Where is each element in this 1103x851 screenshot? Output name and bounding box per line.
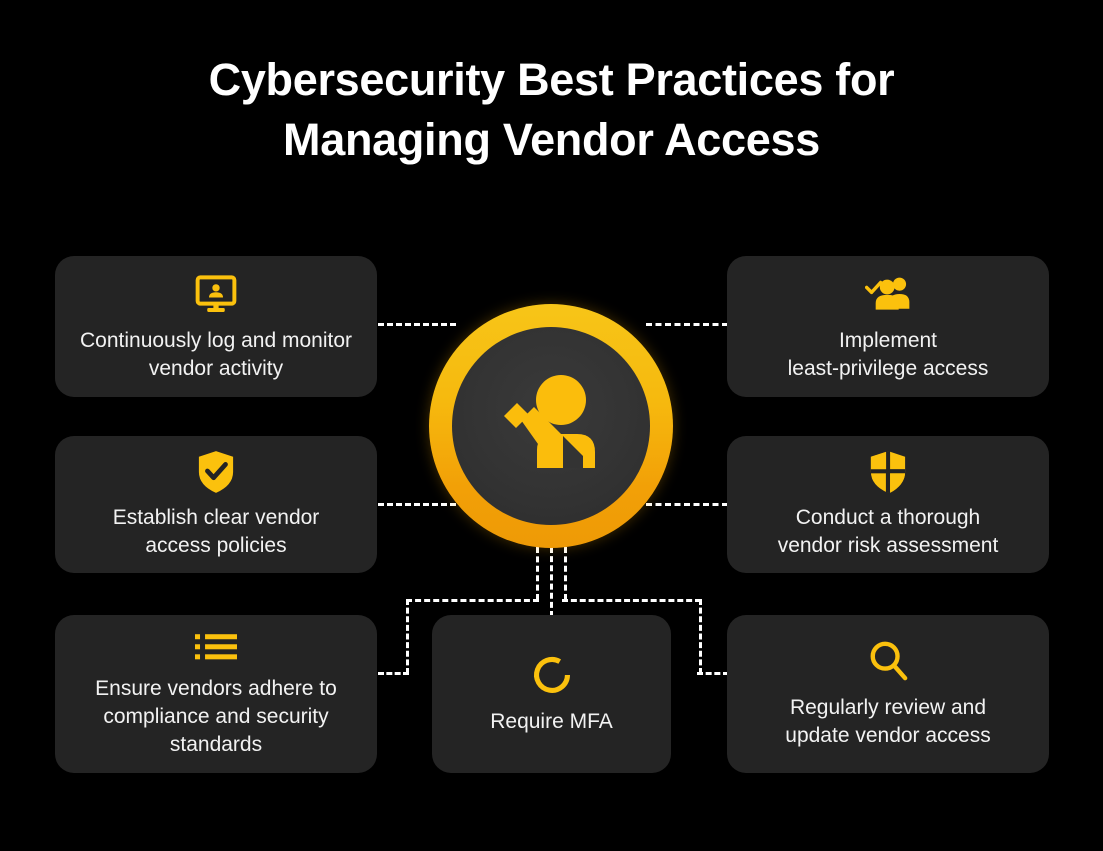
connector-bottom-right-elbow	[697, 672, 729, 675]
card-least-privilege[interactable]: Implement least-privilege access	[727, 256, 1049, 397]
page-title-line-2: Managing Vendor Access	[283, 114, 820, 165]
card-label: Regularly review and update vendor acces…	[785, 696, 991, 747]
connector-hub-bottom-left-stub	[536, 547, 539, 600]
card-label: Ensure vendors adhere to compliance and …	[95, 677, 337, 756]
connector-bottom-left-drop	[406, 599, 409, 674]
card-compliance-standards[interactable]: Ensure vendors adhere to compliance and …	[55, 615, 377, 773]
ring-gap-icon	[532, 652, 572, 698]
card-risk-assessment[interactable]: Conduct a thorough vendor risk assessmen…	[727, 436, 1049, 573]
connector-hub-to-mfa	[550, 547, 553, 617]
card-review-update-access[interactable]: Regularly review and update vendor acces…	[727, 615, 1049, 773]
card-continuous-monitoring[interactable]: Continuously log and monitor vendor acti…	[55, 256, 377, 397]
card-require-mfa[interactable]: Require MFA	[432, 615, 671, 773]
user-edit-icon	[491, 364, 611, 489]
card-access-policies[interactable]: Establish clear vendor access policies	[55, 436, 377, 573]
connector-middle-right	[646, 503, 728, 506]
connector-hub-bottom-right-stub	[564, 547, 567, 600]
connector-top-left	[378, 323, 456, 326]
center-hub	[429, 304, 673, 548]
shield-quarter-icon	[869, 450, 907, 494]
connector-bottom-left-elbow	[378, 672, 409, 675]
connector-middle-left	[378, 503, 456, 506]
users-check-icon	[865, 271, 911, 317]
magnifier-icon	[868, 638, 908, 684]
monitor-user-icon	[195, 271, 237, 317]
card-label: Conduct a thorough vendor risk assessmen…	[777, 505, 999, 557]
connector-bottom-bus-right	[562, 599, 701, 602]
connector-bottom-right-drop	[699, 599, 702, 674]
connector-top-right	[646, 323, 728, 326]
connector-bottom-bus-left	[406, 599, 539, 602]
page-title: Cybersecurity Best Practices for Managin…	[0, 50, 1103, 170]
center-hub-inner	[452, 327, 650, 525]
card-label: Implement least-privilege access	[787, 328, 989, 380]
card-label: Require MFA	[490, 710, 613, 733]
card-label: Establish clear vendor access policies	[112, 505, 320, 557]
shield-check-icon	[197, 450, 235, 494]
list-icon	[195, 629, 237, 665]
page-title-line-1: Cybersecurity Best Practices for	[208, 54, 895, 105]
card-label: Continuously log and monitor vendor acti…	[80, 328, 352, 380]
